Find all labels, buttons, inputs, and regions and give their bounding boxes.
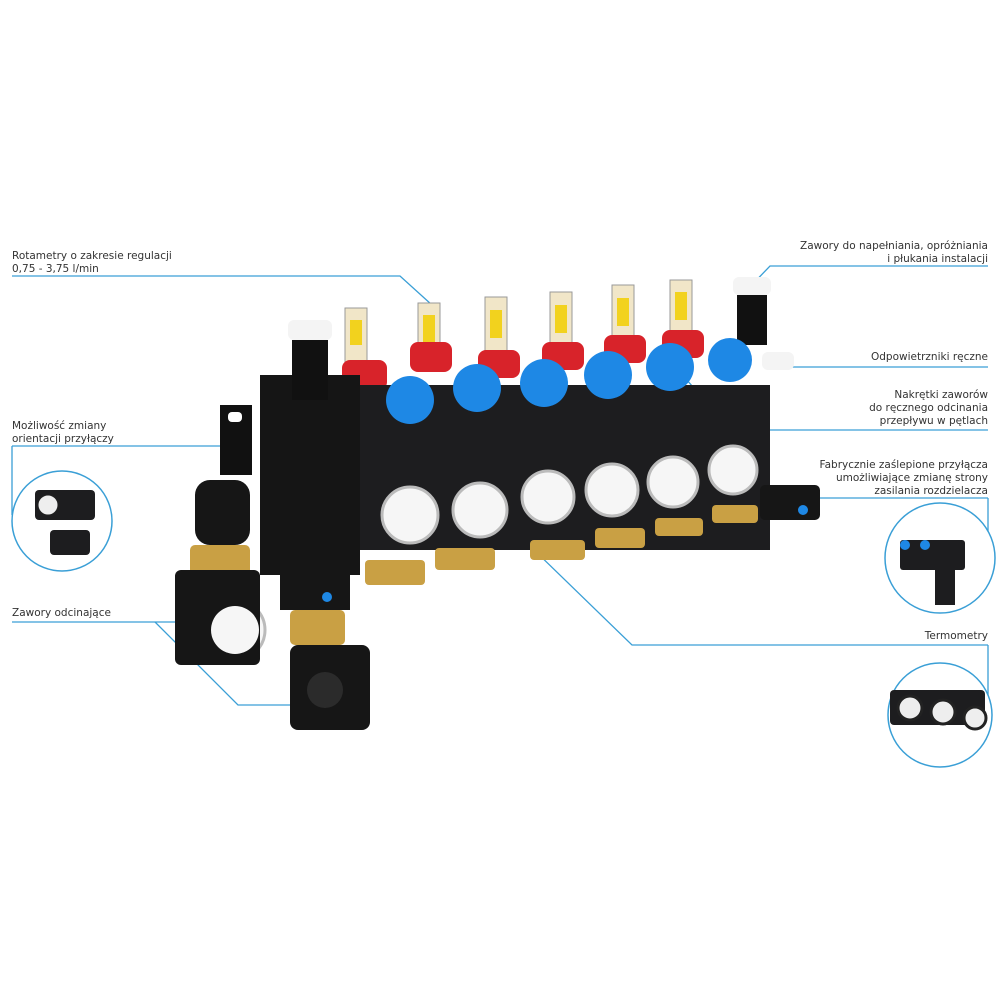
label-fill-valves: Zawory do napełniania, opróżniania i płu… xyxy=(800,240,988,266)
label-blind-ports: Fabrycznie zaślepione przyłącza umożliwi… xyxy=(820,459,988,498)
label-orientation: Możliwość zmiany orientacji przyłączy xyxy=(12,420,114,446)
label-line: Odpowietrzniki ręczne xyxy=(870,351,988,363)
label-line: zasilania rozdzielacza xyxy=(874,485,988,497)
label-line: 0,75 - 3,75 l/min xyxy=(12,263,99,275)
label-line: i płukania instalacji xyxy=(887,253,988,265)
label-rotameters: Rotametry o zakresie regulacji 0,75 - 3,… xyxy=(12,250,172,276)
label-thermometers: Termometry xyxy=(925,630,988,643)
label-line: Zawory odcinające xyxy=(12,607,111,619)
inset-orientation xyxy=(11,470,113,572)
label-line: Termometry xyxy=(924,630,988,642)
label-valve-caps: Nakrętki zaworów do ręcznego odcinania p… xyxy=(869,389,988,428)
label-line: Możliwość zmiany xyxy=(12,420,107,432)
label-air-vents: Odpowietrzniki ręczne xyxy=(871,351,988,364)
label-line: umożliwiające zmianę strony xyxy=(835,472,988,484)
label-line: orientacji przyłączy xyxy=(12,433,114,445)
label-line: Rotametry o zakresie regulacji xyxy=(12,250,172,262)
label-shutoff-valves: Zawory odcinające xyxy=(12,607,111,620)
label-line: do ręcznego odcinania xyxy=(869,402,988,414)
label-line: Fabrycznie zaślepione przyłącza xyxy=(819,459,988,471)
label-line: Zawory do napełniania, opróżniania xyxy=(800,240,988,252)
label-line: Nakrętki zaworów xyxy=(894,389,988,401)
label-line: przepływu w pętlach xyxy=(879,415,988,427)
valve-caps xyxy=(386,338,752,424)
callout-lines xyxy=(11,265,989,706)
